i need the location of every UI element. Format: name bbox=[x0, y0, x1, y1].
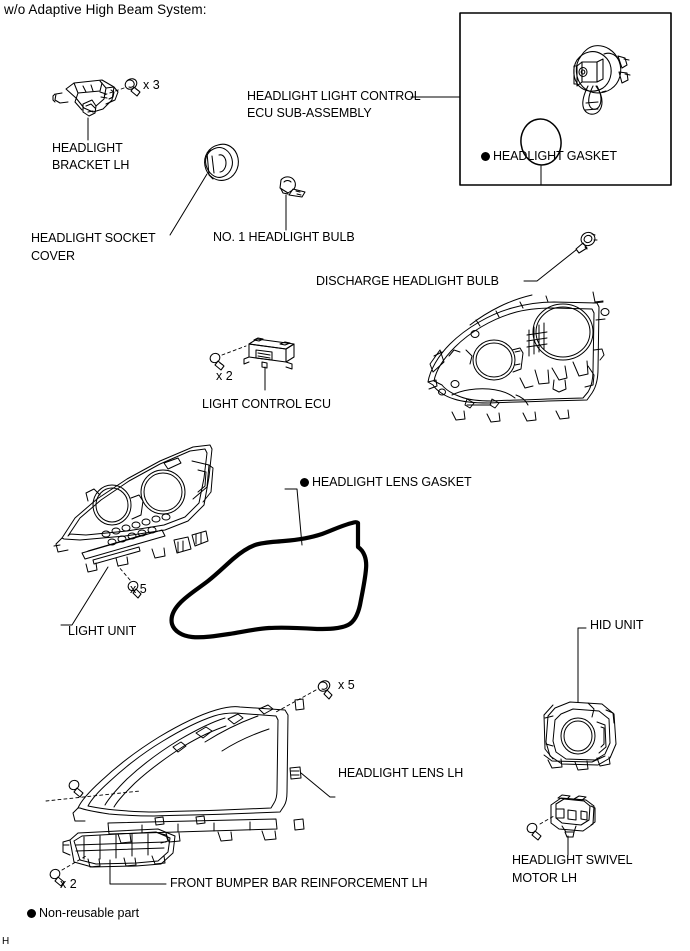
legend-dot-icon bbox=[27, 908, 36, 918]
part-headlight-swivel-motor-lh bbox=[550, 794, 596, 838]
bolt-headlight-lens-upper bbox=[317, 680, 333, 700]
dashed-leader-light-unit-bolt bbox=[117, 565, 131, 581]
label-front-bumper-bar-reinforcement-lh: FRONT BUMPER BAR REINFORCEMENT LH bbox=[170, 876, 428, 890]
leader-headlight-lens-lh bbox=[300, 772, 336, 798]
label-headlight-bracket-lh-line2: BRACKET LH bbox=[52, 158, 130, 172]
bolt-headlight-lens-left bbox=[68, 779, 84, 798]
bolt-swivel-motor bbox=[526, 822, 542, 841]
part-light-unit bbox=[53, 444, 214, 573]
part-headlight-light-control-ecu-sub-assembly bbox=[573, 45, 631, 115]
leader-light-unit bbox=[60, 566, 109, 626]
qty-light-control-ecu-bolt: x 2 bbox=[216, 369, 233, 383]
label-swivel-motor-line1: HEADLIGHT SWIVEL bbox=[512, 853, 633, 867]
part-headlight-socket-cover bbox=[204, 143, 239, 181]
inset-box-headlight-gasket bbox=[459, 12, 672, 186]
part-hid-unit bbox=[543, 701, 617, 771]
qty-light-unit-bolt: x 5 bbox=[130, 582, 147, 596]
non-reusable-dot-icon-2 bbox=[300, 477, 309, 487]
part-headlight-housing-assembly bbox=[427, 291, 610, 423]
qty-headlight-lens-bolt: x 5 bbox=[338, 678, 355, 692]
label-ecu-sub-assembly-line1: HEADLIGHT LIGHT CONTROL bbox=[247, 89, 421, 103]
label-light-unit: LIGHT UNIT bbox=[68, 624, 137, 638]
label-ecu-sub-assembly-line2: ECU SUB-ASSEMBLY bbox=[247, 106, 372, 120]
dashed-leader-lens-bolt-left bbox=[45, 790, 141, 802]
bolt-light-unit bbox=[127, 580, 142, 599]
leader-headlight-socket-cover bbox=[169, 173, 208, 236]
bolt-front-bumper-bar bbox=[49, 868, 65, 887]
part-headlight-bracket-lh bbox=[52, 79, 119, 117]
part-discharge-headlight-bulb bbox=[575, 231, 598, 254]
dashed-leader-swivel-bolt bbox=[539, 815, 555, 825]
dashed-leader-lens-bolt-upper bbox=[275, 689, 317, 713]
label-headlight-bracket-lh-line1: HEADLIGHT bbox=[52, 141, 123, 155]
leader-headlight-lens-gasket bbox=[284, 488, 303, 546]
label-headlight-socket-cover-line1: HEADLIGHT SOCKET bbox=[31, 231, 156, 245]
label-hid-unit: HID UNIT bbox=[590, 618, 644, 632]
part-front-bumper-bar-reinforcement-lh bbox=[62, 828, 176, 868]
label-discharge-headlight-bulb: DISCHARGE HEADLIGHT BULB bbox=[316, 274, 499, 288]
bolt-headlight-bracket bbox=[124, 78, 141, 97]
page-title: w/o Adaptive High Beam System: bbox=[4, 2, 207, 17]
headlight-gasket-oring bbox=[520, 118, 562, 166]
label-swivel-motor-line2: MOTOR LH bbox=[512, 871, 577, 885]
page-code: H bbox=[2, 936, 10, 947]
bolt-light-control-ecu bbox=[209, 352, 225, 371]
legend-non-reusable-part: Non-reusable part bbox=[27, 906, 139, 920]
qty-front-bumper-bolt: x 2 bbox=[60, 877, 77, 891]
label-headlight-lens-lh: HEADLIGHT LENS LH bbox=[338, 766, 464, 780]
qty-headlight-bracket-bolt: x 3 bbox=[143, 78, 160, 92]
leader-front-bumper-bar bbox=[109, 859, 167, 885]
dashed-leader-bumper-bolt bbox=[61, 855, 87, 871]
part-headlight-lens-lh bbox=[72, 698, 305, 844]
dashed-leader-bracket-bolt bbox=[103, 87, 125, 96]
leader-discharge-headlight-bulb bbox=[523, 249, 577, 282]
leader-hid-unit bbox=[577, 627, 587, 703]
label-light-control-ecu: LIGHT CONTROL ECU bbox=[202, 397, 331, 411]
label-headlight-lens-gasket: HEADLIGHT LENS GASKET bbox=[300, 475, 472, 491]
part-headlight-lens-gasket bbox=[169, 520, 369, 640]
label-headlight-gasket: HEADLIGHT GASKET bbox=[481, 149, 617, 165]
non-reusable-dot-icon bbox=[481, 151, 490, 161]
part-no1-headlight-bulb bbox=[279, 176, 306, 198]
label-no1-headlight-bulb: NO. 1 HEADLIGHT BULB bbox=[213, 230, 355, 244]
dashed-leader-ecu-bolt bbox=[221, 345, 247, 356]
label-headlight-socket-cover-line2: COVER bbox=[31, 249, 75, 263]
part-light-control-ecu bbox=[243, 337, 295, 370]
